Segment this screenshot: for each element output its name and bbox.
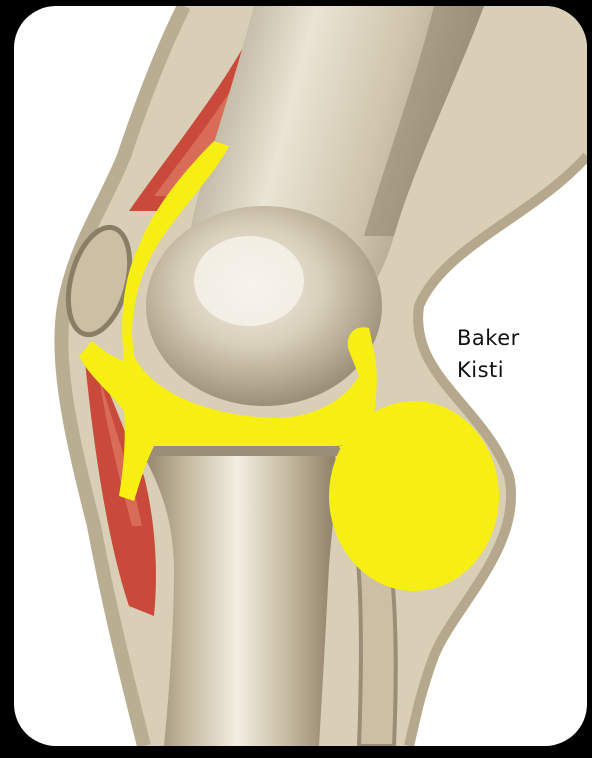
illustration-panel: Baker Kisti: [14, 6, 587, 746]
baker-cyst: [329, 401, 499, 591]
femoral-condyle-highlight: [194, 236, 304, 326]
baker-cyst-label-line2: Kisti: [457, 358, 504, 382]
baker-cyst-label-line1: Baker: [457, 326, 520, 350]
